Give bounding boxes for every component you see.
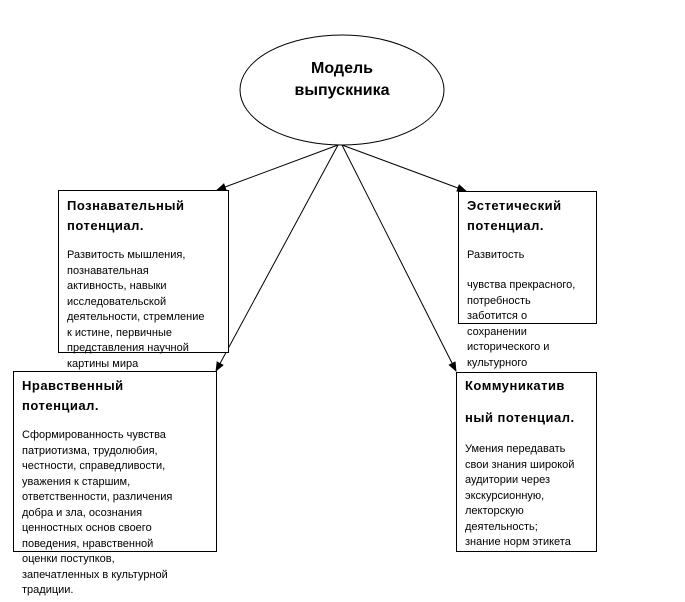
aesthetic-text: чувства прекрасного, потребность заботит…: [467, 278, 597, 371]
aesthetic-title: Эстетический потенциал.: [467, 196, 562, 236]
aesthetic-line: культурного: [467, 356, 528, 369]
moral-line: честности, справедливости,: [22, 460, 166, 472]
communicative-title-line2: ный потенциал.: [465, 410, 575, 425]
communicative-title-2: ный потенциал.: [465, 408, 575, 428]
moral-line: ответственности, различения: [22, 491, 173, 503]
moral-line: добра и зла, осознания: [22, 506, 143, 519]
communicative-line: свои знания широкой: [465, 458, 575, 471]
center-title-line1: Модель: [311, 60, 373, 77]
moral-line: Сформированность чувства: [22, 429, 166, 441]
aesthetic-text-intro: Развитость: [467, 248, 524, 264]
moral-line: традиции.: [22, 584, 74, 596]
cognitive-text: Развитость мышления, познавательная акти…: [67, 248, 232, 372]
cognitive-line: активность, навыки: [67, 280, 167, 292]
center-title: Модель выпускника: [262, 58, 422, 102]
cognitive-line: деятельности, стремление: [67, 311, 205, 323]
aesthetic-line: исторического и: [467, 341, 550, 353]
center-title-line2: выпускника: [294, 82, 390, 99]
arrow-to-aesthetic: [341, 144, 467, 192]
communicative-line: экскурсионную,: [465, 489, 545, 502]
arrow-to-communicative: [341, 144, 457, 372]
cognitive-line: картины мира: [67, 357, 139, 370]
aesthetic-box: [458, 191, 597, 324]
moral-line: ценностных основ своего: [22, 522, 152, 534]
cognitive-line: к истине, первичные: [67, 326, 173, 339]
aesthetic-title-line2: потенциал.: [467, 218, 545, 233]
cognitive-title-line2: потенциал.: [67, 218, 145, 233]
aesthetic-line: сохранении: [467, 325, 527, 338]
aesthetic-title-line1: Эстетический: [467, 198, 562, 213]
communicative-box: [456, 372, 597, 552]
moral-text: Сформированность чувства патриотизма, тр…: [22, 428, 222, 599]
communicative-line: аудитории через: [465, 474, 551, 486]
moral-title-line2: потенциал.: [22, 398, 100, 413]
moral-line: уважения к старшим,: [22, 475, 131, 488]
arrow-to-cognitive: [216, 144, 339, 191]
moral-line: запечатленных в культурной: [22, 568, 168, 581]
cognitive-line: исследовательской: [67, 295, 167, 308]
aesthetic-line: потребность: [467, 294, 531, 307]
moral-title-line1: Нравственный: [22, 378, 124, 393]
cognitive-line: Развитость мышления,: [67, 249, 186, 261]
cognitive-title: Познавательный потенциал.: [67, 196, 185, 236]
cognitive-title-line1: Познавательный: [67, 198, 185, 213]
cognitive-line: представления научной: [67, 342, 189, 354]
communicative-line: деятельность;: [465, 520, 538, 533]
cognitive-box: [58, 190, 229, 353]
cognitive-line: познавательная: [67, 264, 149, 277]
communicative-line: знание норм этикета: [465, 536, 571, 548]
communicative-title: Коммуникатив: [465, 376, 565, 396]
communicative-line: лекторскую: [465, 505, 524, 517]
moral-line: поведения, нравственной: [22, 537, 154, 550]
communicative-title-line1: Коммуникатив: [465, 378, 565, 393]
communicative-text: Умения передавать свои знания широкой ау…: [465, 442, 597, 551]
aesthetic-line: заботится о: [467, 310, 528, 322]
moral-title: Нравственный потенциал.: [22, 376, 124, 416]
moral-line: оценки поступков,: [22, 553, 115, 565]
aesthetic-line: Развитость: [467, 249, 525, 261]
moral-box: [13, 371, 217, 552]
communicative-line: Умения передавать: [465, 443, 566, 455]
moral-line: патриотизма, трудолюбия,: [22, 444, 158, 457]
aesthetic-line: чувства прекрасного,: [467, 279, 576, 291]
arrow-to-moral: [215, 144, 339, 372]
